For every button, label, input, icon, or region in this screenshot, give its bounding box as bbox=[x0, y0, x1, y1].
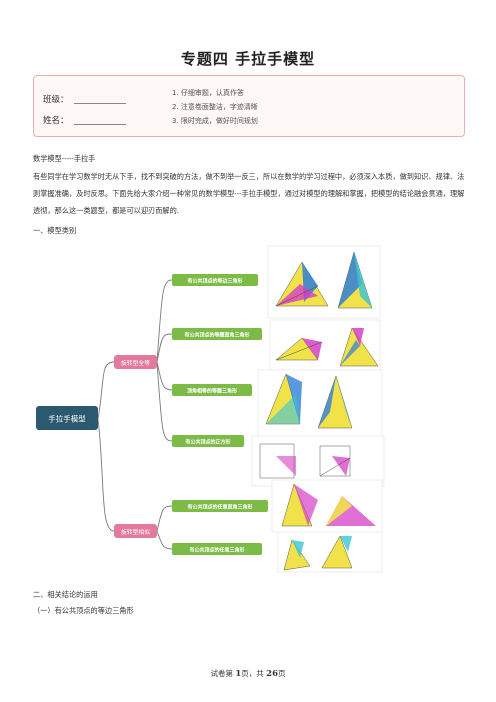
footer-total-pages: 26 bbox=[266, 669, 279, 679]
mindmap-leaf-any-right bbox=[172, 500, 268, 512]
mindmap-leaf-label: 顶角相等的等腰三角形 bbox=[187, 388, 237, 395]
mindmap-connectors bbox=[97, 279, 173, 550]
section-heading-applications: 二、相关结论的运用 bbox=[33, 590, 98, 599]
mindmap-leaf-label: 有公共顶点的等边三角形 bbox=[187, 278, 242, 285]
mindmap-branch-rotational-congruence bbox=[114, 355, 157, 369]
mindmap-leaf-label: 有公共顶点的任意直角三角形 bbox=[187, 504, 252, 511]
footer-post: 页 bbox=[278, 669, 286, 678]
class-field: 班级： bbox=[43, 93, 126, 105]
subsection-heading-equilateral: （一）有公共顶点的等边三角形 bbox=[33, 606, 134, 615]
footer-mid: 页，共 bbox=[241, 669, 267, 678]
mindmap-branch-rotational-similarity bbox=[114, 524, 157, 538]
mindmap-branch-label: 旋转型全等 bbox=[121, 359, 150, 367]
figure-equilateral bbox=[267, 245, 381, 319]
mindmap-leaf-equilateral bbox=[172, 274, 258, 286]
footer-page-number: 1 bbox=[235, 669, 242, 679]
mindmap-leaf-label: 有公共顶点的正方形 bbox=[185, 439, 230, 446]
intro-heading: 数学模型-----手拉手 bbox=[33, 154, 96, 163]
mindmap-diagram: 手拉手模型 旋转型全等 旋转型相似 有公共顶点的等边三角形 有公共顶点的等腰直角… bbox=[36, 245, 385, 573]
requirement-item: 2. 注意卷面整洁，字迹清晰 bbox=[172, 103, 258, 111]
mindmap-leaf-isosceles-right bbox=[172, 328, 262, 340]
figure-isosceles bbox=[257, 369, 383, 437]
mindmap-leaf-isosceles bbox=[172, 384, 252, 396]
requirement-item: 1. 仔细审题，认真作答 bbox=[172, 89, 244, 97]
mindmap-leaf-label: 有公共顶点的任意三角形 bbox=[189, 547, 244, 554]
footer-pre: 试卷第 bbox=[210, 669, 236, 678]
name-field: 姓名： bbox=[43, 114, 126, 126]
mindmap-leaf-any-triangle bbox=[172, 543, 262, 555]
mindmap-leaf-label: 有公共顶点的等腰直角三角形 bbox=[184, 332, 249, 339]
figure-any-triangle bbox=[277, 531, 383, 573]
page-title: 专题四 手拉手模型 bbox=[180, 50, 316, 68]
name-blank[interactable] bbox=[73, 116, 126, 125]
mindmap-root-node bbox=[36, 406, 98, 430]
mindmap-branch-label: 旋转型相似 bbox=[121, 528, 150, 536]
class-label: 班级： bbox=[43, 95, 69, 105]
requirements-list: 1. 仔细审题，认真作答 2. 注意卷面整洁，字迹清晰 3. 限时完成，做好时间… bbox=[172, 86, 258, 128]
intro-paragraph: 有些同学在学习数学时无从下手，找不到突破的方法，做不到举一反三，所以在数学的学习… bbox=[33, 172, 465, 215]
header-box: 班级： 姓名： 1. 仔细审题，认真作答 2. 注意卷面整洁，字迹清晰 3. 限… bbox=[33, 75, 465, 137]
mindmap-root-label: 手拉手模型 bbox=[48, 414, 86, 424]
mindmap-leaf-square bbox=[172, 435, 244, 447]
figure-isosceles-right bbox=[269, 319, 381, 371]
page-footer: 试卷第 1页，共 26页 bbox=[0, 668, 496, 679]
figure-any-right bbox=[271, 479, 383, 533]
requirement-item: 3. 限时完成，做好时间规划 bbox=[172, 117, 258, 125]
name-label: 姓名： bbox=[43, 116, 69, 126]
class-blank[interactable] bbox=[73, 95, 126, 104]
section-heading-types: 一、模型类别 bbox=[33, 226, 77, 235]
figure-squares bbox=[251, 435, 385, 487]
